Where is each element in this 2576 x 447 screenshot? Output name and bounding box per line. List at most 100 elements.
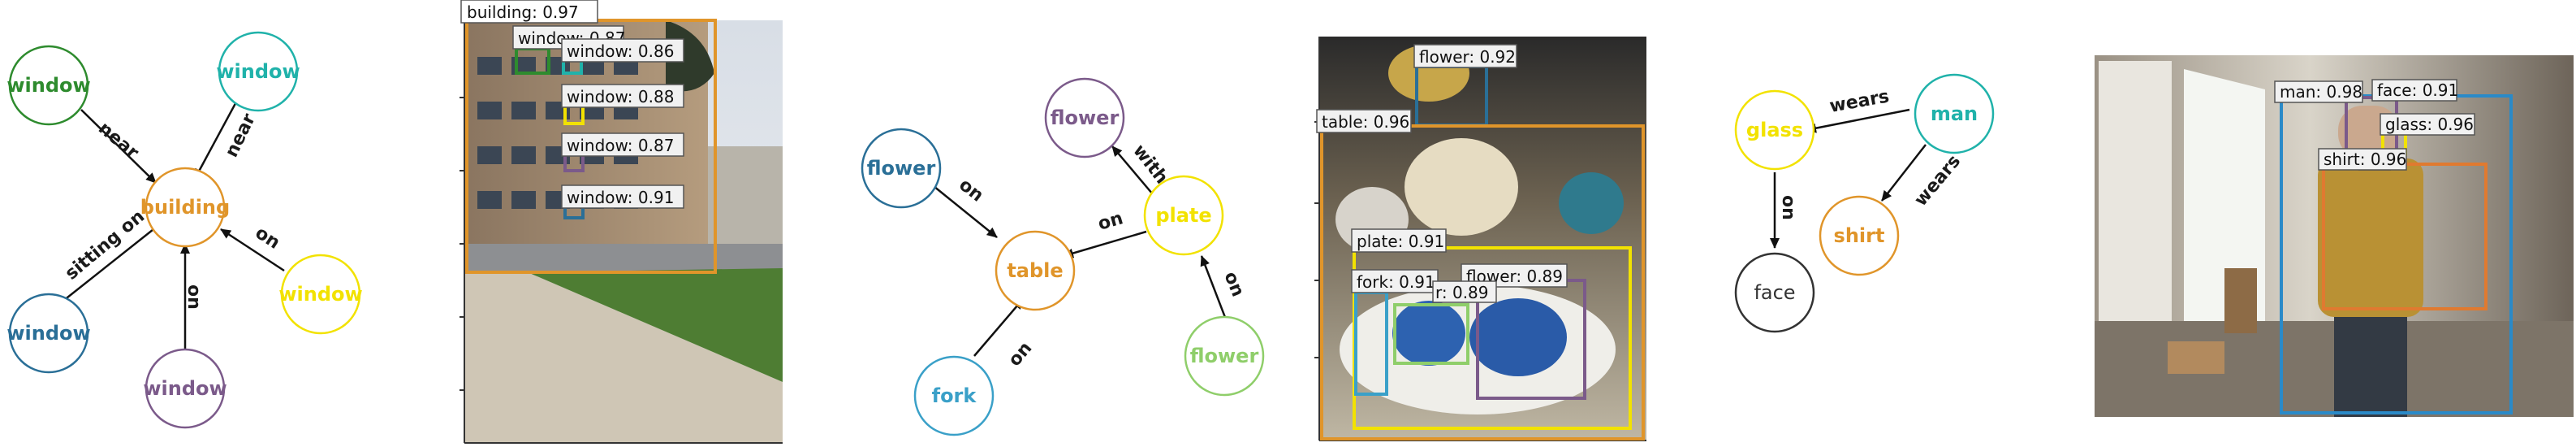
edge-line (193, 95, 241, 180)
edge-label: sitting on (62, 206, 149, 284)
edge-label: on (1004, 338, 1036, 371)
node-window (8, 45, 89, 126)
det-label-box (1413, 44, 1517, 68)
det-label-box (460, 0, 598, 24)
node-flower (861, 128, 942, 209)
graph2-nodes: flower flower plate table fork flower (861, 77, 1265, 436)
node-window (280, 254, 361, 335)
edge-label: wears (1828, 86, 1891, 116)
node-shirt (1819, 195, 1900, 276)
image-left-ticks (460, 97, 464, 391)
edge-label: near (94, 118, 142, 163)
node-label: face (1754, 281, 1795, 304)
node-fork (913, 355, 995, 436)
detection-image-3: man: 0.98 face: 0.91 glass: 0.96 shirt: … (2095, 55, 2574, 417)
edge-label: on (183, 284, 204, 310)
det-label: plate: 0.91 (1357, 232, 1444, 251)
det-label: glass: 0.96 (2385, 115, 2474, 134)
node-plate (1143, 175, 1224, 256)
node-label: plate (1155, 204, 1211, 227)
det-label-box (561, 84, 684, 108)
node-label: window (278, 283, 362, 306)
node-label: man (1931, 102, 1978, 125)
edge-line (1806, 108, 1910, 133)
det-label-box (2371, 79, 2457, 102)
edge-line (1881, 144, 1927, 202)
node-label: flower (1051, 106, 1120, 129)
bbox-flower (1393, 303, 1469, 365)
node-building (145, 167, 226, 248)
graph1-nodes: window window building window window win… (6, 31, 363, 429)
node-label: table (1007, 259, 1063, 282)
detection-image-2: flower: 0.92 table: 0.96 plate: 0.91 flo… (1314, 37, 1646, 441)
edge-label: wears (1910, 151, 1965, 210)
det-label-box (1351, 269, 1439, 293)
photo-chair (2224, 268, 2257, 333)
det-label: face: 0.91 (2377, 80, 2458, 100)
det-label: window: 0.87 (567, 136, 674, 155)
edge-label: on (252, 223, 283, 254)
edge-label: on (1219, 269, 1248, 300)
photo-tree (666, 20, 714, 92)
det-label-box (2380, 113, 2475, 136)
det-label-box (1432, 280, 1497, 303)
edge-line (63, 223, 162, 302)
edge-line (973, 298, 1024, 357)
photo-wall (464, 272, 783, 443)
det-label: man: 0.98 (2280, 82, 2362, 102)
edge-line (220, 228, 285, 272)
det-label: window: 0.86 (567, 41, 674, 61)
edge-line (1111, 145, 1158, 200)
edge-label: on (1096, 208, 1125, 235)
node-window (145, 348, 226, 429)
det-label: shirt: 0.96 (2324, 150, 2406, 169)
det-label-box (2274, 80, 2363, 103)
node-label: fork (932, 384, 977, 407)
node-table (995, 230, 1076, 311)
photo-window (2184, 69, 2265, 321)
scene-graph-3: wears wears on glass man shirt face (1734, 73, 1995, 333)
node-label: window (216, 60, 300, 83)
node-label: window (6, 74, 90, 97)
bbox-table (1320, 124, 1645, 440)
node-man (1914, 73, 1995, 154)
graph3-nodes: glass man shirt face (1734, 73, 1995, 333)
node-face (1734, 252, 1815, 333)
detection-image-1: building: 0.97 window: 0.87 window: 0.86… (460, 0, 783, 444)
node-flower (1184, 315, 1265, 397)
det-label: fork: 0.91 (1357, 272, 1435, 292)
det-label: building: 0.97 (467, 2, 579, 22)
photo-blue-flower (1392, 301, 1465, 366)
graph3-edges (1770, 108, 1927, 249)
photo-blinds (2099, 61, 2172, 321)
photo-distant-building (708, 146, 783, 260)
det-label-box (1316, 109, 1412, 133)
node-label: shirt (1834, 224, 1885, 247)
node-label: window (143, 377, 227, 400)
node-label: glass (1746, 119, 1803, 141)
det-label: table: 0.96 (1322, 112, 1409, 132)
det-label: flower: 0.92 (1419, 47, 1516, 67)
det-label: window: 0.88 (567, 87, 674, 106)
scene-graph-1: near near sitting on on on window window… (6, 31, 363, 429)
det-label: window: 0.91 (567, 188, 674, 207)
node-glass (1734, 89, 1815, 171)
det-label-box (561, 132, 684, 157)
edge-line (1063, 230, 1147, 258)
node-label: building (140, 196, 230, 219)
edge-label: on (1778, 195, 1798, 220)
node-flower (1044, 77, 1125, 158)
photo-blue-flower (1469, 298, 1567, 376)
edge-label: on (955, 175, 987, 206)
node-label: window (6, 322, 90, 345)
photo-grass (528, 268, 783, 382)
graph1-edges (63, 95, 285, 349)
photo-shirt (2318, 158, 2423, 317)
photo-blue-glass (1559, 172, 1624, 234)
edge-line (1200, 255, 1228, 320)
graph2-edges (929, 145, 1228, 357)
det-label: r: 0.89 (1435, 283, 1489, 302)
det-label-box (561, 38, 684, 63)
edge-line (929, 182, 998, 238)
